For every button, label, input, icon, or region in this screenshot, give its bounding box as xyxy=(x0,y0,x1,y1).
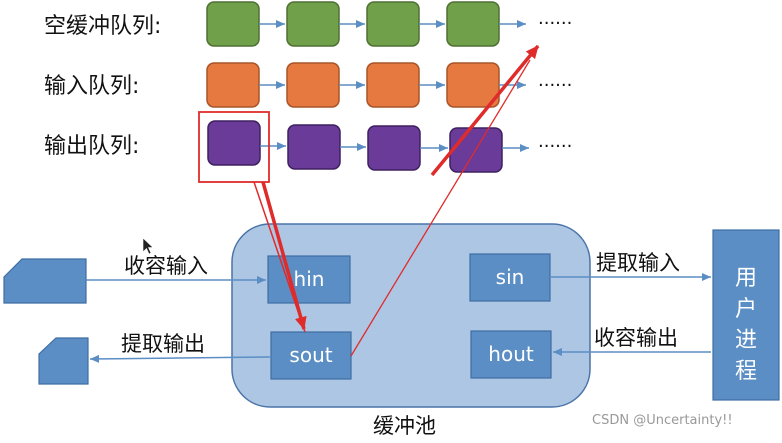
red-thin-arrow-from-sout xyxy=(350,59,531,357)
queue-node xyxy=(286,1,340,47)
extract-output-arrow xyxy=(89,354,271,363)
user-process-box xyxy=(712,229,780,401)
red-arrow-to-empty-queue xyxy=(430,44,540,177)
input-device-shape xyxy=(3,258,87,304)
user-process-char: 进 xyxy=(734,328,757,353)
hin-label: hin xyxy=(293,267,325,291)
highlight-box xyxy=(198,111,270,183)
hout-label: hout xyxy=(488,342,534,366)
watermark: CSDN @Uncertainty!! xyxy=(592,413,733,428)
empty-buffer-queue xyxy=(206,1,526,47)
user-process-char: 户 xyxy=(734,297,757,322)
buffer-pool-label: 缓冲池 xyxy=(373,414,436,438)
queue-node xyxy=(207,120,261,166)
output-queue-ellipsis: ...... xyxy=(538,131,573,152)
queue-node xyxy=(367,125,421,171)
queue-node xyxy=(286,62,340,108)
hout-box xyxy=(470,330,552,379)
empty-queue-ellipsis: ...... xyxy=(538,8,573,29)
sout-label: sout xyxy=(289,343,333,367)
output-queue xyxy=(207,120,529,173)
mouse-cursor-icon xyxy=(142,237,154,255)
queue-node xyxy=(366,1,420,47)
user-process-char: 程 xyxy=(734,359,757,384)
extract-output-label: 提取输出 xyxy=(121,332,205,356)
collect-output-label: 收容输出 xyxy=(594,326,678,350)
input-queue-ellipsis: ...... xyxy=(538,70,573,91)
input-queue-label: 输入队列: xyxy=(44,74,140,99)
output-device-shape xyxy=(38,337,89,385)
output-queue-label: 输出队列: xyxy=(44,134,140,159)
empty-queue-label: 空缓冲队列: xyxy=(44,14,162,39)
queue-node xyxy=(206,62,260,108)
user-process-char: 用 xyxy=(734,266,757,291)
sin-box xyxy=(469,253,551,302)
queue-node xyxy=(366,62,420,108)
hin-box xyxy=(267,255,351,304)
red-arrow-to-sout xyxy=(261,181,307,330)
queue-node xyxy=(446,1,500,47)
sin-label: sin xyxy=(495,265,525,289)
extract-input-label: 提取输入 xyxy=(596,251,680,275)
input-queue xyxy=(206,62,526,108)
queue-node xyxy=(206,1,260,47)
collect-input-label: 收容输入 xyxy=(124,254,208,278)
queue-node xyxy=(287,124,341,170)
